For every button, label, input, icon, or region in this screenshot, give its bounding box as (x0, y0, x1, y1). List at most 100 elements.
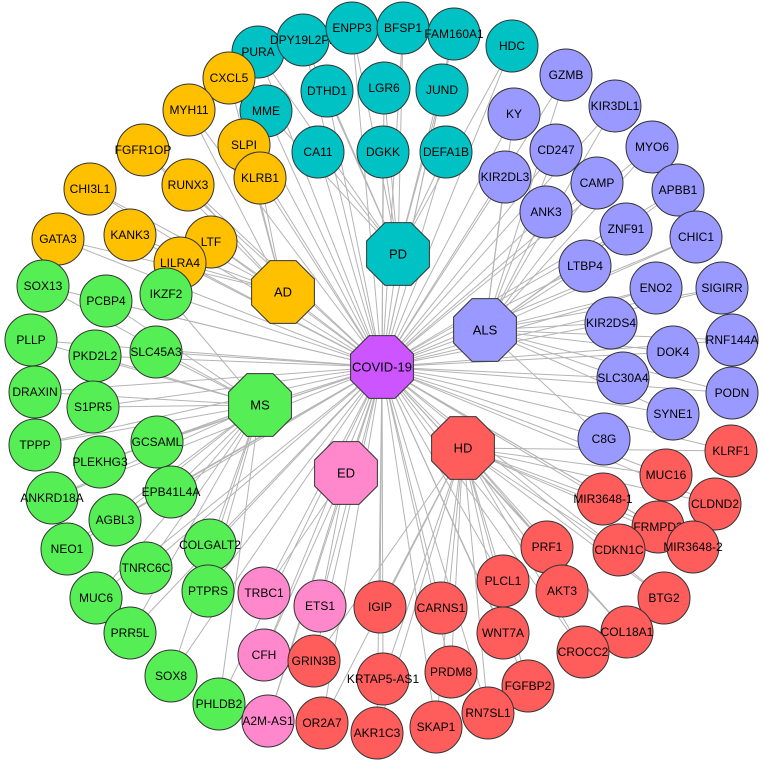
gene-node-ankrd18a[interactable]: ANKRD18A (20, 471, 84, 525)
gene-node-kir2dl3[interactable]: KIR2DL3 (478, 150, 532, 204)
gene-node-slc30a4[interactable]: SLC30A4 (596, 351, 650, 405)
gene-node-dok4[interactable]: DOK4 (646, 325, 700, 379)
gene-node-chic1[interactable]: CHIC1 (669, 210, 723, 264)
gene-node-prf1[interactable]: PRF1 (520, 520, 574, 574)
gene-node-kir2ds4[interactable]: KIR2DS4 (584, 296, 638, 350)
gene-node-s1pr5[interactable]: S1PR5 (66, 380, 120, 434)
gene-node-muc6[interactable]: MUC6 (69, 571, 123, 625)
gene-node-igip[interactable]: IGIP (353, 580, 407, 634)
gene-node-skap1[interactable]: SKAP1 (409, 700, 463, 754)
gene-node-podn[interactable]: PODN (705, 366, 759, 420)
gene-node-krtap5-as1[interactable]: KRTAP5-AS1 (347, 652, 420, 706)
gene-node-colgalt2[interactable]: COLGALT2 (179, 518, 241, 572)
gene-node-grin3b[interactable]: GRIN3B (287, 634, 341, 688)
gene-node-slc45a3[interactable]: SLC45A3 (129, 325, 183, 379)
hub-node-als[interactable]: ALS (453, 298, 517, 362)
gene-node-a2m-as1[interactable]: A2M-AS1 (241, 694, 295, 748)
gene-node-phldb2[interactable]: PHLDB2 (192, 677, 246, 731)
gene-node-circle (646, 325, 700, 379)
gene-node-syne1[interactable]: SYNE1 (646, 387, 700, 441)
gene-node-hdc[interactable]: HDC (485, 19, 539, 73)
gene-node-pkd2l2[interactable]: PKD2L2 (68, 329, 122, 383)
gene-node-fam160a1[interactable]: FAM160A1 (424, 7, 484, 61)
gene-node-sigirr[interactable]: SIGIRR (695, 261, 749, 315)
gene-node-enpp3[interactable]: ENPP3 (325, 1, 379, 55)
gene-node-gcsaml[interactable]: GCSAML (130, 415, 184, 469)
gene-node-cd247[interactable]: CD247 (529, 123, 583, 177)
gene-node-kir3dl1[interactable]: KIR3DL1 (588, 79, 642, 133)
gene-node-defa1b[interactable]: DEFA1B (419, 125, 473, 179)
gene-node-eno2[interactable]: ENO2 (629, 261, 683, 315)
gene-node-mir3648-2[interactable]: MIR3648-2 (663, 520, 723, 574)
gene-node-cdkn1c[interactable]: CDKN1C (592, 523, 646, 577)
gene-node-znf91[interactable]: ZNF91 (599, 202, 653, 256)
gene-node-klrb1[interactable]: KLRB1 (233, 151, 287, 205)
gene-node-btg2[interactable]: BTG2 (637, 571, 691, 625)
gene-node-ets1[interactable]: ETS1 (293, 579, 347, 633)
gene-node-muc16[interactable]: MUC16 (639, 448, 693, 502)
gene-node-myo6[interactable]: MYO6 (625, 120, 679, 174)
gene-node-gata3[interactable]: GATA3 (31, 212, 85, 266)
gene-node-epb41l4a[interactable]: EPB41L4A (142, 465, 201, 519)
gene-node-ptprs[interactable]: PTPRS (181, 564, 235, 618)
gene-node-prdm8[interactable]: PRDM8 (424, 645, 478, 699)
gene-node-plcl1[interactable]: PLCL1 (476, 554, 530, 608)
gene-node-rn7sl1[interactable]: RN7SL1 (461, 686, 515, 740)
gene-node-ky[interactable]: KY (487, 87, 541, 141)
gene-node-kank3[interactable]: KANK3 (103, 208, 157, 262)
gene-node-gzmb[interactable]: GZMB (539, 48, 593, 102)
gene-node-cfh[interactable]: CFH (237, 628, 291, 682)
gene-node-tnrc6c[interactable]: TNRC6C (119, 541, 173, 595)
edge-cdkn1c-covid-19 (381, 366, 620, 551)
gene-node-plekhg3[interactable]: PLEKHG3 (72, 435, 128, 489)
gene-node-myh11[interactable]: MYH11 (162, 83, 216, 137)
gene-node-ank3[interactable]: ANK3 (519, 185, 573, 239)
gene-node-pllp[interactable]: PLLP (4, 313, 58, 367)
gene-node-dpy19l2p2[interactable]: DPY19L2P2 (270, 13, 336, 67)
gene-node-lgr6[interactable]: LGR6 (357, 61, 411, 115)
gene-node-rnf144a[interactable]: RNF144A (705, 313, 759, 367)
hub-node-ms[interactable]: MS (228, 373, 292, 437)
hub-node-pd[interactable]: PD (366, 222, 430, 286)
hub-node-covid-19[interactable]: COVID-19 (350, 335, 414, 399)
gene-node-pcbp4[interactable]: PCBP4 (79, 274, 133, 328)
gene-node-fgfr1op[interactable]: FGFR1OP (115, 123, 172, 177)
hub-node-hd[interactable]: HD (431, 416, 495, 480)
gene-node-dgkk[interactable]: DGKK (356, 125, 410, 179)
gene-node-ltbp4[interactable]: LTBP4 (558, 239, 612, 293)
gene-node-mir3648-1[interactable]: MIR3648-1 (573, 472, 633, 526)
gene-node-or2a7[interactable]: OR2A7 (295, 696, 349, 750)
gene-node-camp[interactable]: CAMP (570, 156, 624, 210)
gene-node-ikzf2[interactable]: IKZF2 (139, 267, 193, 321)
edge-myh11-ad (188, 109, 284, 293)
gene-node-trbc1[interactable]: TRBC1 (237, 566, 291, 620)
gene-node-cxcl5[interactable]: CXCL5 (202, 51, 256, 105)
gene-node-apbb1[interactable]: APBB1 (651, 163, 705, 217)
gene-node-sox13[interactable]: SOX13 (16, 259, 70, 313)
gene-node-prr5l[interactable]: PRR5L (103, 606, 157, 660)
gene-node-sox8[interactable]: SOX8 (144, 649, 198, 703)
gene-node-draxin[interactable]: DRAXIN (8, 365, 62, 419)
gene-node-crocc2[interactable]: CROCC2 (556, 625, 610, 679)
gene-node-akr1c3[interactable]: AKR1C3 (350, 706, 404, 760)
gene-node-cldnd2[interactable]: CLDND2 (688, 477, 742, 531)
gene-node-tppp[interactable]: TPPP (8, 418, 62, 472)
hub-node-ed[interactable]: ED (314, 441, 378, 505)
gene-node-carns1[interactable]: CARNS1 (414, 581, 468, 635)
gene-node-ca11[interactable]: CA11 (291, 125, 345, 179)
gene-node-dthd1[interactable]: DTHD1 (300, 64, 354, 118)
gene-node-label: ANK3 (530, 205, 562, 219)
gene-node-runx3[interactable]: RUNX3 (161, 158, 215, 212)
gene-node-chi3l1[interactable]: CHI3L1 (63, 162, 117, 216)
gene-node-bfsp1[interactable]: BFSP1 (376, 1, 430, 55)
gene-node-neo1[interactable]: NEO1 (40, 522, 94, 576)
gene-node-jund[interactable]: JUND (415, 63, 469, 117)
gene-node-wnt7a[interactable]: WNT7A (476, 606, 530, 660)
gene-node-klrf1[interactable]: KLRF1 (704, 424, 758, 478)
gene-node-col18a1[interactable]: COL18A1 (600, 605, 654, 659)
gene-node-c8g[interactable]: C8G (577, 412, 631, 466)
hub-node-ad[interactable]: AD (251, 260, 315, 324)
gene-node-agbl3[interactable]: AGBL3 (88, 493, 142, 547)
gene-node-fgfbp2[interactable]: FGFBP2 (501, 659, 555, 713)
gene-node-akt3[interactable]: AKT3 (535, 564, 589, 618)
